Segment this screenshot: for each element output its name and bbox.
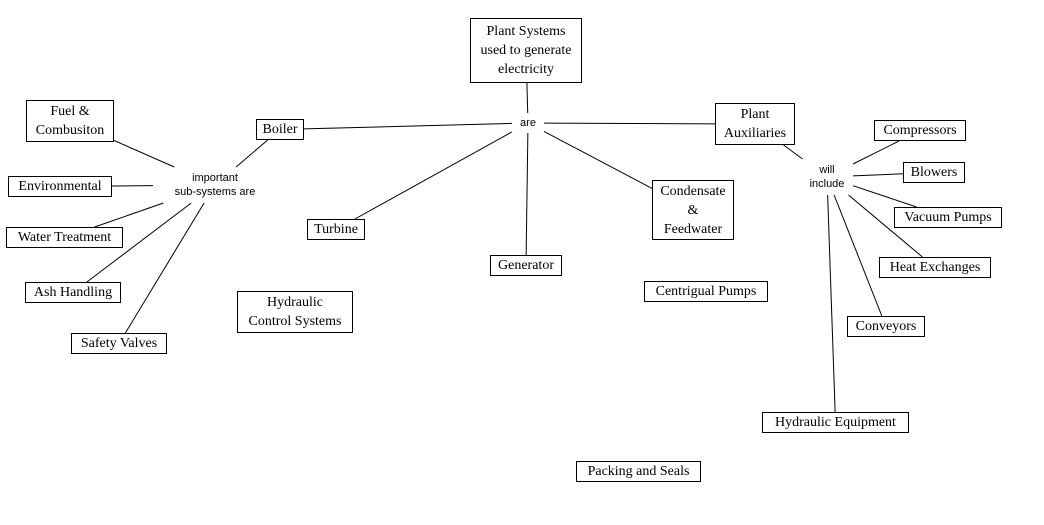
connector-will_include-heat_exchanges (848, 194, 923, 258)
concept-conveyors[interactable]: Conveyors (847, 316, 925, 337)
connector-will_include-hydraulic_equipment (827, 194, 836, 413)
concept-generator[interactable]: Generator (490, 255, 562, 276)
concept-environmental[interactable]: Environmental (8, 176, 112, 197)
concept-blowers[interactable]: Blowers (903, 162, 965, 183)
connector-important-safety_valves (124, 202, 205, 334)
connector-important-water_treatment (94, 202, 164, 228)
concept-hydraulic-control-systems[interactable]: Hydraulic Control Systems (237, 291, 353, 333)
concept-boiler[interactable]: Boiler (256, 119, 304, 140)
linking-phrase-are[interactable]: are (514, 115, 542, 131)
connector-are-condensate (543, 130, 653, 189)
connector-important-ash_handling (86, 202, 192, 283)
concept-water-treatment[interactable]: Water Treatment (6, 227, 123, 248)
concept-compressors[interactable]: Compressors (874, 120, 966, 141)
linking-phrase-will-include[interactable]: will include (803, 161, 851, 193)
connector-boiler-important (235, 139, 269, 168)
concept-heat-exchanges[interactable]: Heat Exchanges (879, 257, 991, 278)
connector-plant_aux-will_include (783, 144, 803, 160)
concept-safety-valves[interactable]: Safety Valves (71, 333, 167, 354)
connector-are-generator (525, 132, 529, 256)
concept-condensate-feedwater[interactable]: Condensate & Feedwater (652, 180, 734, 240)
connector-important-fuel (113, 139, 175, 168)
connector-are-turbine (354, 131, 513, 220)
concept-hydraulic-equipment[interactable]: Hydraulic Equipment (762, 412, 909, 433)
connector-are-plant_aux (543, 122, 716, 125)
connector-will_include-vacuum_pumps (852, 185, 917, 208)
concept-turbine[interactable]: Turbine (307, 219, 365, 240)
concept-ash-handling[interactable]: Ash Handling (25, 282, 121, 303)
concept-plant-auxiliaries[interactable]: Plant Auxiliaries (715, 103, 795, 145)
concept-fuel-combustion[interactable]: Fuel & Combusiton (26, 100, 114, 142)
connector-will_include-blowers (852, 173, 904, 177)
linking-phrase-important-sub-systems[interactable]: important sub-systems are (155, 169, 275, 201)
connector-are-boiler (303, 122, 513, 130)
connector-plant_systems-are (526, 82, 529, 114)
connector-will_include-conveyors (833, 194, 883, 317)
concept-centrifugal-pumps[interactable]: Centrigual Pumps (644, 281, 768, 302)
concept-plant-systems[interactable]: Plant Systems used to generate electrici… (470, 18, 582, 83)
concept-packing-and-seals[interactable]: Packing and Seals (576, 461, 701, 482)
connector-will_include-compressors (852, 140, 900, 165)
concept-vacuum-pumps[interactable]: Vacuum Pumps (894, 207, 1002, 228)
